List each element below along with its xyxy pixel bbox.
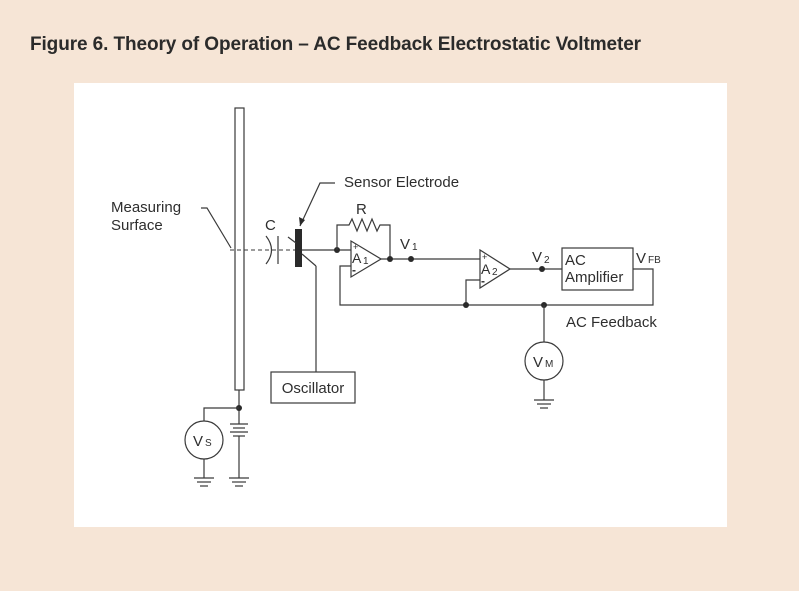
a2-label: A [481, 261, 491, 277]
battery-icon [230, 423, 248, 437]
v2-subscript: 2 [544, 255, 550, 266]
sensor-electrode-arrow [299, 217, 305, 226]
sensor-electrode-leader [299, 182, 335, 227]
ac-amplifier-label-1: AC [565, 252, 586, 269]
oscillator-link-diagonal [301, 253, 317, 267]
oscillator-box [270, 371, 356, 404]
measuring-surface-plate [234, 107, 245, 391]
op-amp-a2 [479, 248, 512, 290]
vm-subscript: M [545, 359, 553, 370]
vm-ground-icon [534, 399, 554, 409]
vfb-subscript: FB [648, 255, 661, 266]
resistor-label: R [356, 201, 367, 218]
vs-label: V [193, 433, 203, 450]
a2-subscript: 2 [492, 267, 498, 278]
capacitor-label: C [265, 217, 276, 234]
figure-title: Figure 6. Theory of Operation – AC Feedb… [30, 34, 641, 55]
v1-label: V [400, 236, 410, 253]
feedback-loop-wire [339, 265, 654, 306]
ac-amplifier-box [561, 247, 634, 291]
measuring-surface-label-2: Surface [111, 217, 163, 234]
v2-node [539, 266, 545, 272]
vs-ground-icon [194, 477, 214, 487]
feedback-node-a2 [463, 302, 469, 308]
a1-output-node [387, 256, 393, 262]
a2-minus-sign: - [481, 274, 485, 288]
op-amp-a1 [350, 239, 383, 279]
v2-label: V [532, 249, 542, 266]
measuring-surface-label-1: Measuring [111, 199, 181, 216]
vfb-label: V [636, 250, 646, 267]
ac-feedback-label: AC Feedback [566, 314, 657, 331]
sensor-electrode-label: Sensor Electrode [344, 174, 459, 191]
vs-subscript: S [205, 438, 212, 449]
sensor-electrode [295, 229, 302, 267]
ac-amplifier-label-2: Amplifier [565, 269, 623, 286]
v1-subscript: 1 [412, 242, 418, 253]
a1-label: A [352, 250, 362, 266]
a2-minus-feedback-wire [465, 279, 480, 305]
electrode-tick [287, 236, 297, 244]
vs-meter [184, 420, 224, 460]
oscillator-label: Oscillator [282, 380, 345, 397]
a1-plus-sign: + [353, 242, 358, 252]
vs-wire-top [203, 407, 239, 421]
measuring-surface-leader [201, 207, 232, 249]
capacitor-curved-plate [265, 235, 273, 265]
battery-ground-icon [229, 477, 249, 487]
a2-plus-sign: + [482, 252, 487, 262]
resistor-feedback-path [336, 217, 391, 259]
a1-minus-sign: - [352, 263, 356, 277]
vm-meter [524, 341, 564, 381]
v1-node [408, 256, 414, 262]
vm-label: V [533, 354, 543, 371]
a1-subscript: 1 [363, 256, 369, 267]
